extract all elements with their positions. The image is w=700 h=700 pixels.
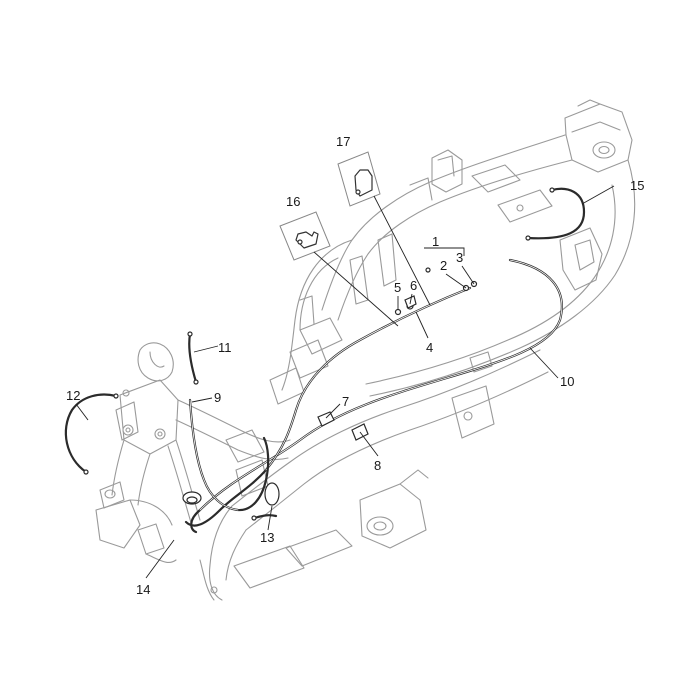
callout-3: 3: [456, 250, 463, 265]
detail-box-17: [337, 151, 431, 306]
cable-set: [64, 187, 586, 534]
leader-lines: [75, 185, 615, 579]
callout-4: 4: [426, 340, 433, 355]
callout-10: 10: [560, 374, 574, 389]
callout-12: 12: [66, 388, 80, 403]
scooter-frame: [95, 99, 636, 601]
callout-16: 16: [286, 194, 300, 209]
callout-15: 15: [630, 178, 644, 193]
callout-7: 7: [342, 394, 349, 409]
callout-2: 2: [440, 258, 447, 273]
callout-1: 1: [432, 234, 439, 249]
detail-box-16: [279, 211, 399, 327]
callout-8: 8: [374, 458, 381, 473]
callout-17: 17: [336, 134, 350, 149]
callout-6: 6: [410, 278, 417, 293]
callout-11: 11: [218, 340, 232, 355]
callout-13: 13: [260, 530, 274, 545]
callout-9: 9: [214, 390, 221, 405]
callout-labels: 1 2 3 4 5 6 7 8 9 10 11 12 13 14 15 16 1…: [66, 134, 644, 597]
callout-5: 5: [394, 280, 401, 295]
callout-14: 14: [136, 582, 150, 597]
